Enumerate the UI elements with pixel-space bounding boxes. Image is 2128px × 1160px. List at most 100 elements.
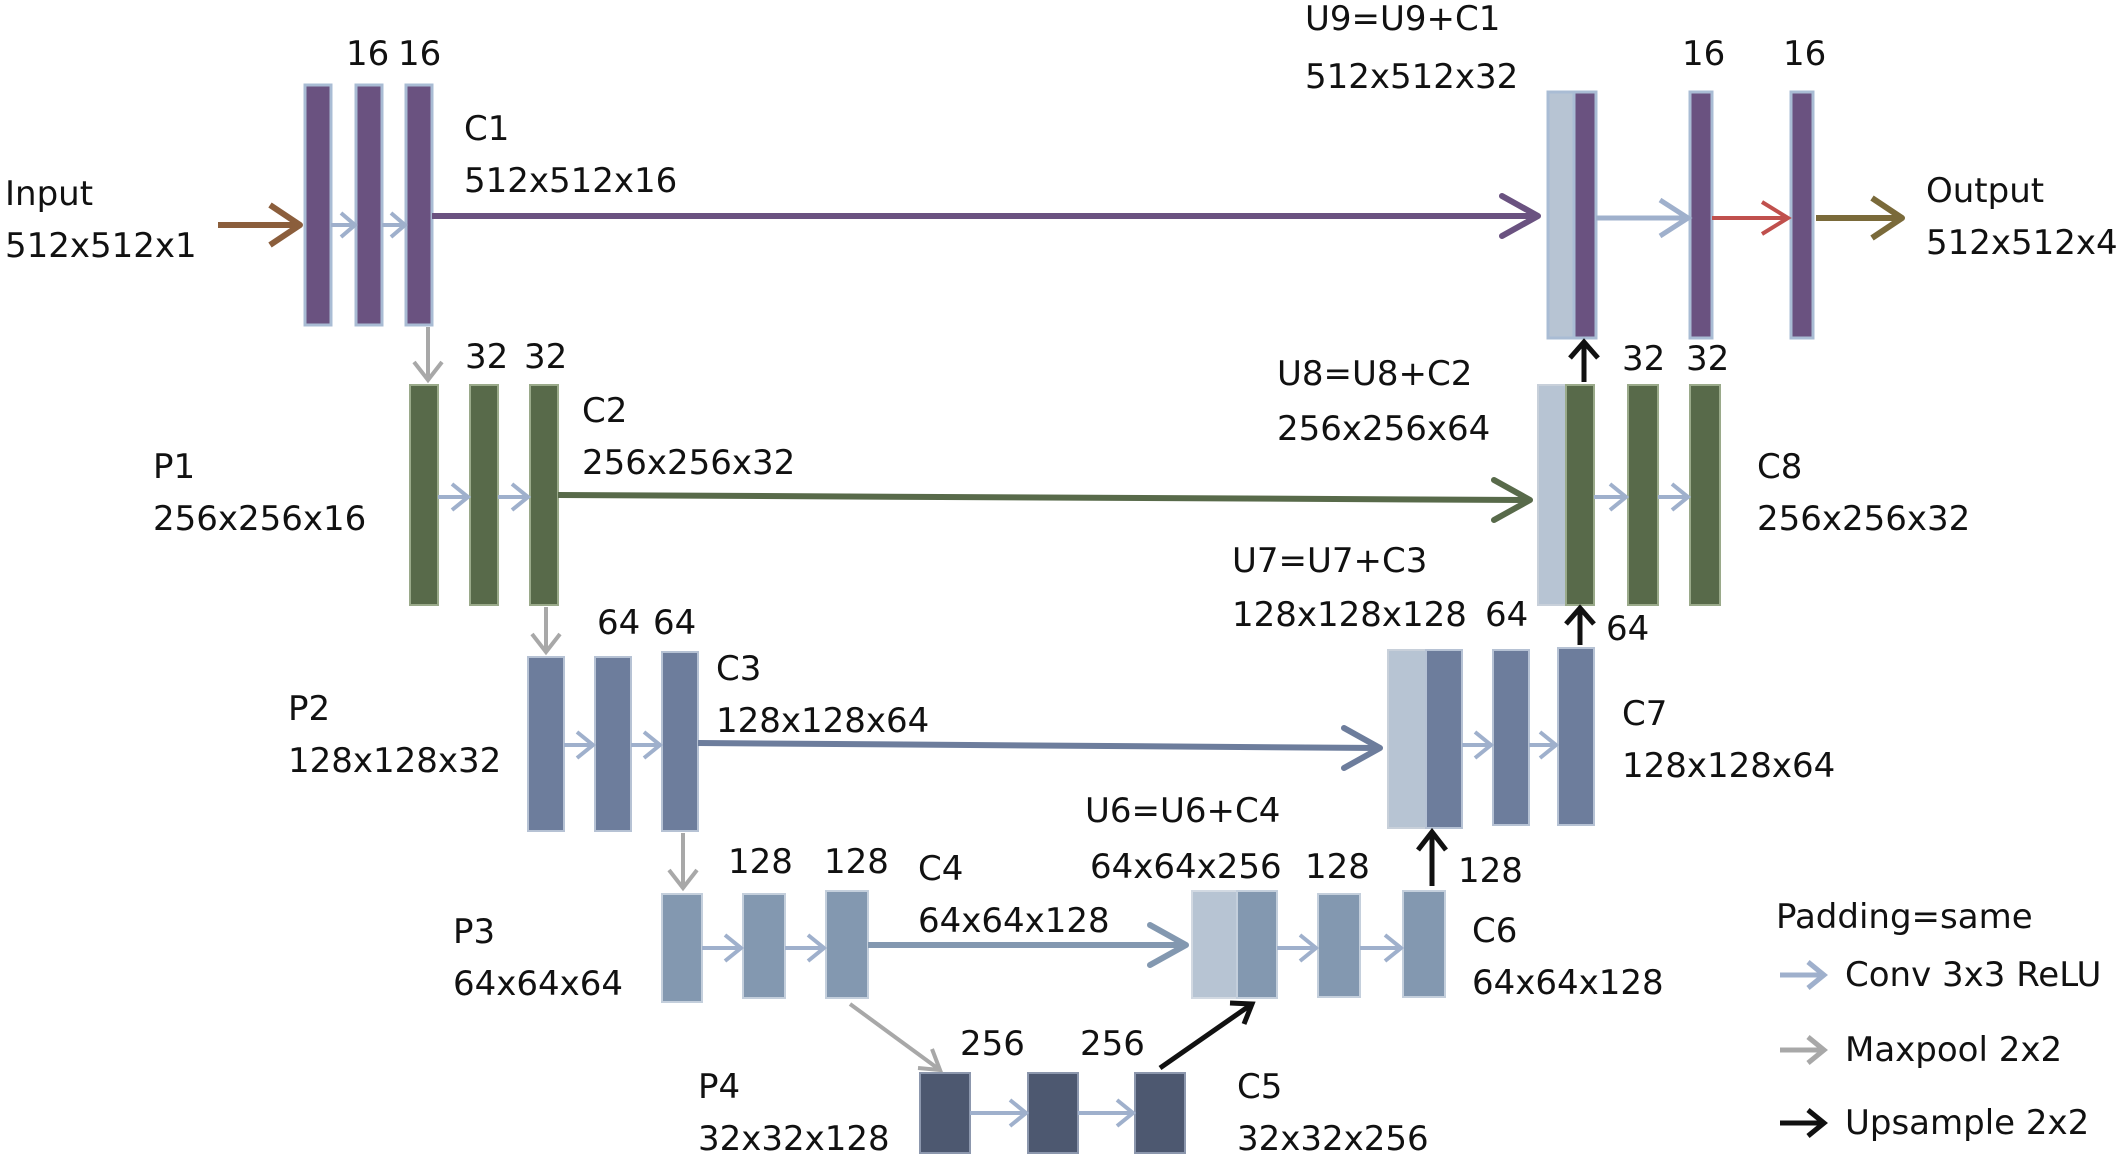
c5-label: C5: [1237, 1067, 1282, 1107]
filter-count-label: 16: [1682, 34, 1725, 74]
conv-arrows: [331, 197, 1693, 1128]
skip-arrow-c3: [697, 725, 1383, 771]
decoder-level-9: 16 16: [1546, 34, 1826, 340]
u8-shape-label: 256x256x64: [1277, 409, 1490, 449]
skip-connections: [432, 193, 1541, 968]
feature-map-c1-block: [404, 83, 434, 327]
filter-count-label: 128: [1305, 847, 1370, 887]
skip-arrow-c4: [868, 922, 1189, 968]
legend-title: Padding=same: [1776, 897, 2033, 937]
c1-shape-label: 512x512x16: [464, 161, 677, 201]
legend-maxpool-label: Maxpool 2x2: [1845, 1030, 2062, 1070]
feature-map-output-block: [1789, 90, 1815, 340]
encoder-level-3: 64 64: [527, 603, 699, 832]
maxpool-arrows: [412, 327, 944, 1073]
p1-label: P1: [153, 447, 195, 487]
feature-map-p4-block: [919, 1072, 971, 1154]
conv-arrow: [1529, 730, 1560, 760]
c2-label: C2: [582, 391, 627, 431]
conv-arrow: [331, 211, 359, 239]
feature-map-input-block: [303, 83, 333, 327]
upsample-arrow: [1568, 338, 1600, 382]
legend-upsample-label: Upsample 2x2: [1845, 1103, 2089, 1143]
u6-shape-label: 64x64x256: [1090, 847, 1282, 887]
feature-map-block: [469, 384, 499, 606]
conv-arrow: [785, 933, 828, 963]
filter-count-label: 64: [597, 603, 640, 643]
output-label: Output: [1926, 171, 2044, 211]
input-arrow: [218, 202, 303, 248]
feature-map-c5-block: [1134, 1072, 1186, 1154]
c4-shape-label: 64x64x128: [918, 901, 1110, 941]
skip-concat-block: [1425, 649, 1463, 829]
conv-arrow: [1658, 482, 1692, 512]
layer-labels: Input 512x512x1 C1 512x512x16 P1 256x256…: [5, 0, 2118, 1159]
legend-conv-label: Conv 3x3 ReLU: [1845, 955, 2101, 995]
filter-count-label: 16: [1783, 34, 1826, 74]
c2-shape-label: 256x256x32: [582, 443, 795, 483]
p3-label: P3: [453, 912, 495, 952]
skip-arrow-c1: [432, 193, 1541, 239]
legend-upsample-item: Upsample 2x2: [1780, 1103, 2089, 1143]
c5-shape-label: 32x32x256: [1237, 1119, 1429, 1159]
final-conv-arrow: [1712, 200, 1792, 236]
c6-label: C6: [1472, 911, 1517, 951]
encoder-level-4: 128 128: [661, 842, 889, 1003]
filter-count-label: 128: [728, 842, 793, 882]
p4-shape-label: 32x32x128: [698, 1119, 890, 1159]
feature-map-c3-block: [661, 651, 699, 832]
feature-map-block: [1492, 649, 1530, 826]
feature-map-block: [354, 83, 384, 327]
c1-label: C1: [464, 109, 509, 149]
c3-shape-label: 128x128x64: [716, 701, 929, 741]
filter-count-label: 64: [1485, 595, 1528, 635]
u7-shape-label: 128x128x128: [1232, 595, 1467, 635]
input-shape-label: 512x512x1: [5, 226, 197, 266]
filter-count-label: 32: [1686, 339, 1729, 379]
filter-count-label: 16: [398, 34, 441, 74]
conv-arrow: [970, 1098, 1030, 1128]
conv-arrow: [1596, 197, 1693, 239]
feature-map-c6-block: [1402, 890, 1446, 998]
filter-count-label: 128: [824, 842, 889, 882]
conv-arrow: [564, 730, 597, 760]
filter-count-label: 256: [1080, 1024, 1145, 1064]
decoder-level-8: 32 32: [1537, 339, 1729, 606]
maxpool-arrow: [530, 607, 562, 656]
feature-map-block: [1317, 893, 1361, 998]
conv-arrow: [438, 482, 472, 512]
p2-shape-label: 128x128x32: [288, 741, 501, 781]
feature-map-p2-block: [527, 656, 565, 832]
conv-arrow-icon: [1780, 960, 1828, 990]
upsample-arrow: [1416, 827, 1448, 886]
p1-shape-label: 256x256x16: [153, 499, 366, 539]
u7-label: U7=U7+C3: [1232, 541, 1427, 581]
upsampled-concat-block: [1546, 90, 1576, 340]
filter-count-label: 128: [1458, 851, 1523, 891]
c7-shape-label: 128x128x64: [1622, 746, 1835, 786]
conv-arrow: [631, 730, 664, 760]
upsample-arrow-icon: [1780, 1108, 1828, 1138]
bottleneck-level: 256 256: [919, 1024, 1186, 1154]
upsample-arrows: [1158, 338, 1600, 1071]
c8-label: C8: [1757, 447, 1802, 487]
feature-map-block: [1688, 90, 1714, 340]
filter-count-label: 32: [465, 337, 508, 377]
p4-label: P4: [698, 1067, 740, 1107]
maxpool-arrow: [667, 833, 699, 892]
conv-arrow: [382, 211, 409, 239]
filter-count-label: 32: [1622, 339, 1665, 379]
upsampled-concat-block: [1191, 890, 1238, 999]
decoder-level-6: 128 128: [1191, 847, 1523, 999]
skip-concat-block: [1572, 90, 1598, 340]
conv-arrow: [1078, 1098, 1137, 1128]
feature-map-p3-block: [661, 893, 703, 1003]
c6-shape-label: 64x64x128: [1472, 963, 1664, 1003]
upsample-arrow: [1158, 1000, 1256, 1071]
skip-concat-block: [1565, 384, 1595, 606]
decoder-level-7: 64 64: [1387, 595, 1649, 829]
feature-map-p1-block: [409, 384, 439, 606]
filter-count-label: 64: [653, 603, 696, 643]
maxpool-arrow-icon: [1780, 1035, 1828, 1065]
